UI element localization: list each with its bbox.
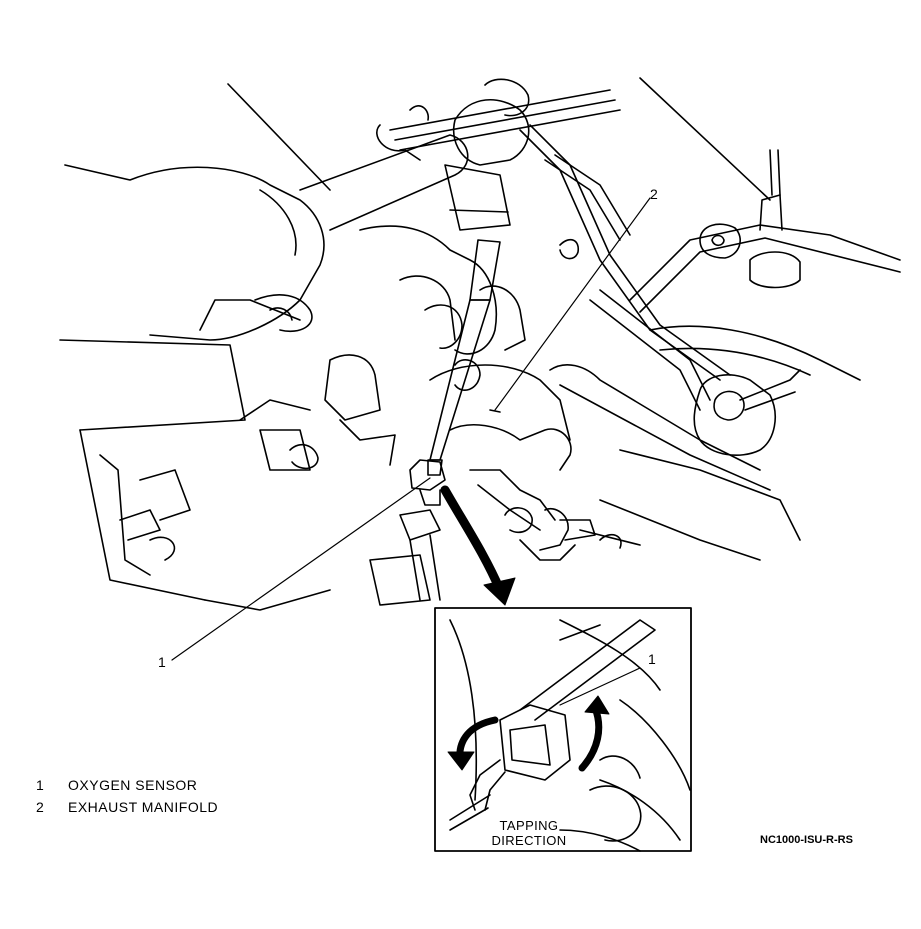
legend-number: 2 [36, 799, 45, 815]
hands-and-tools [64, 78, 530, 476]
tapping-direction-caption: TAPPING DIRECTION [474, 818, 584, 848]
engine-pipes [376, 89, 771, 491]
legend-item-oxygen-sensor: 1 OXYGEN SENSOR [36, 777, 197, 793]
inset-detail [434, 607, 692, 852]
caption-line-1: TAPPING [499, 818, 559, 833]
leader-lines [171, 197, 651, 661]
callout-inset-oxygen-sensor: 1 [648, 651, 657, 667]
legend-text: OXYGEN SENSOR [68, 777, 198, 793]
caption-line-2: DIRECTION [491, 833, 567, 848]
engine-bay-background [59, 77, 771, 611]
legend-item-exhaust-manifold: 2 EXHAUST MANIFOLD [36, 799, 218, 815]
direction-arrow-to-inset [440, 485, 516, 606]
figure-code: NC1000-ISU-R-RS [760, 834, 853, 846]
legend-text: EXHAUST MANIFOLD [68, 799, 219, 815]
legend-number: 1 [36, 777, 45, 793]
callout-exhaust-manifold: 2 [650, 186, 659, 202]
exhaust-manifold [399, 364, 596, 601]
valve-cover [579, 149, 901, 561]
callout-oxygen-sensor: 1 [158, 654, 167, 670]
